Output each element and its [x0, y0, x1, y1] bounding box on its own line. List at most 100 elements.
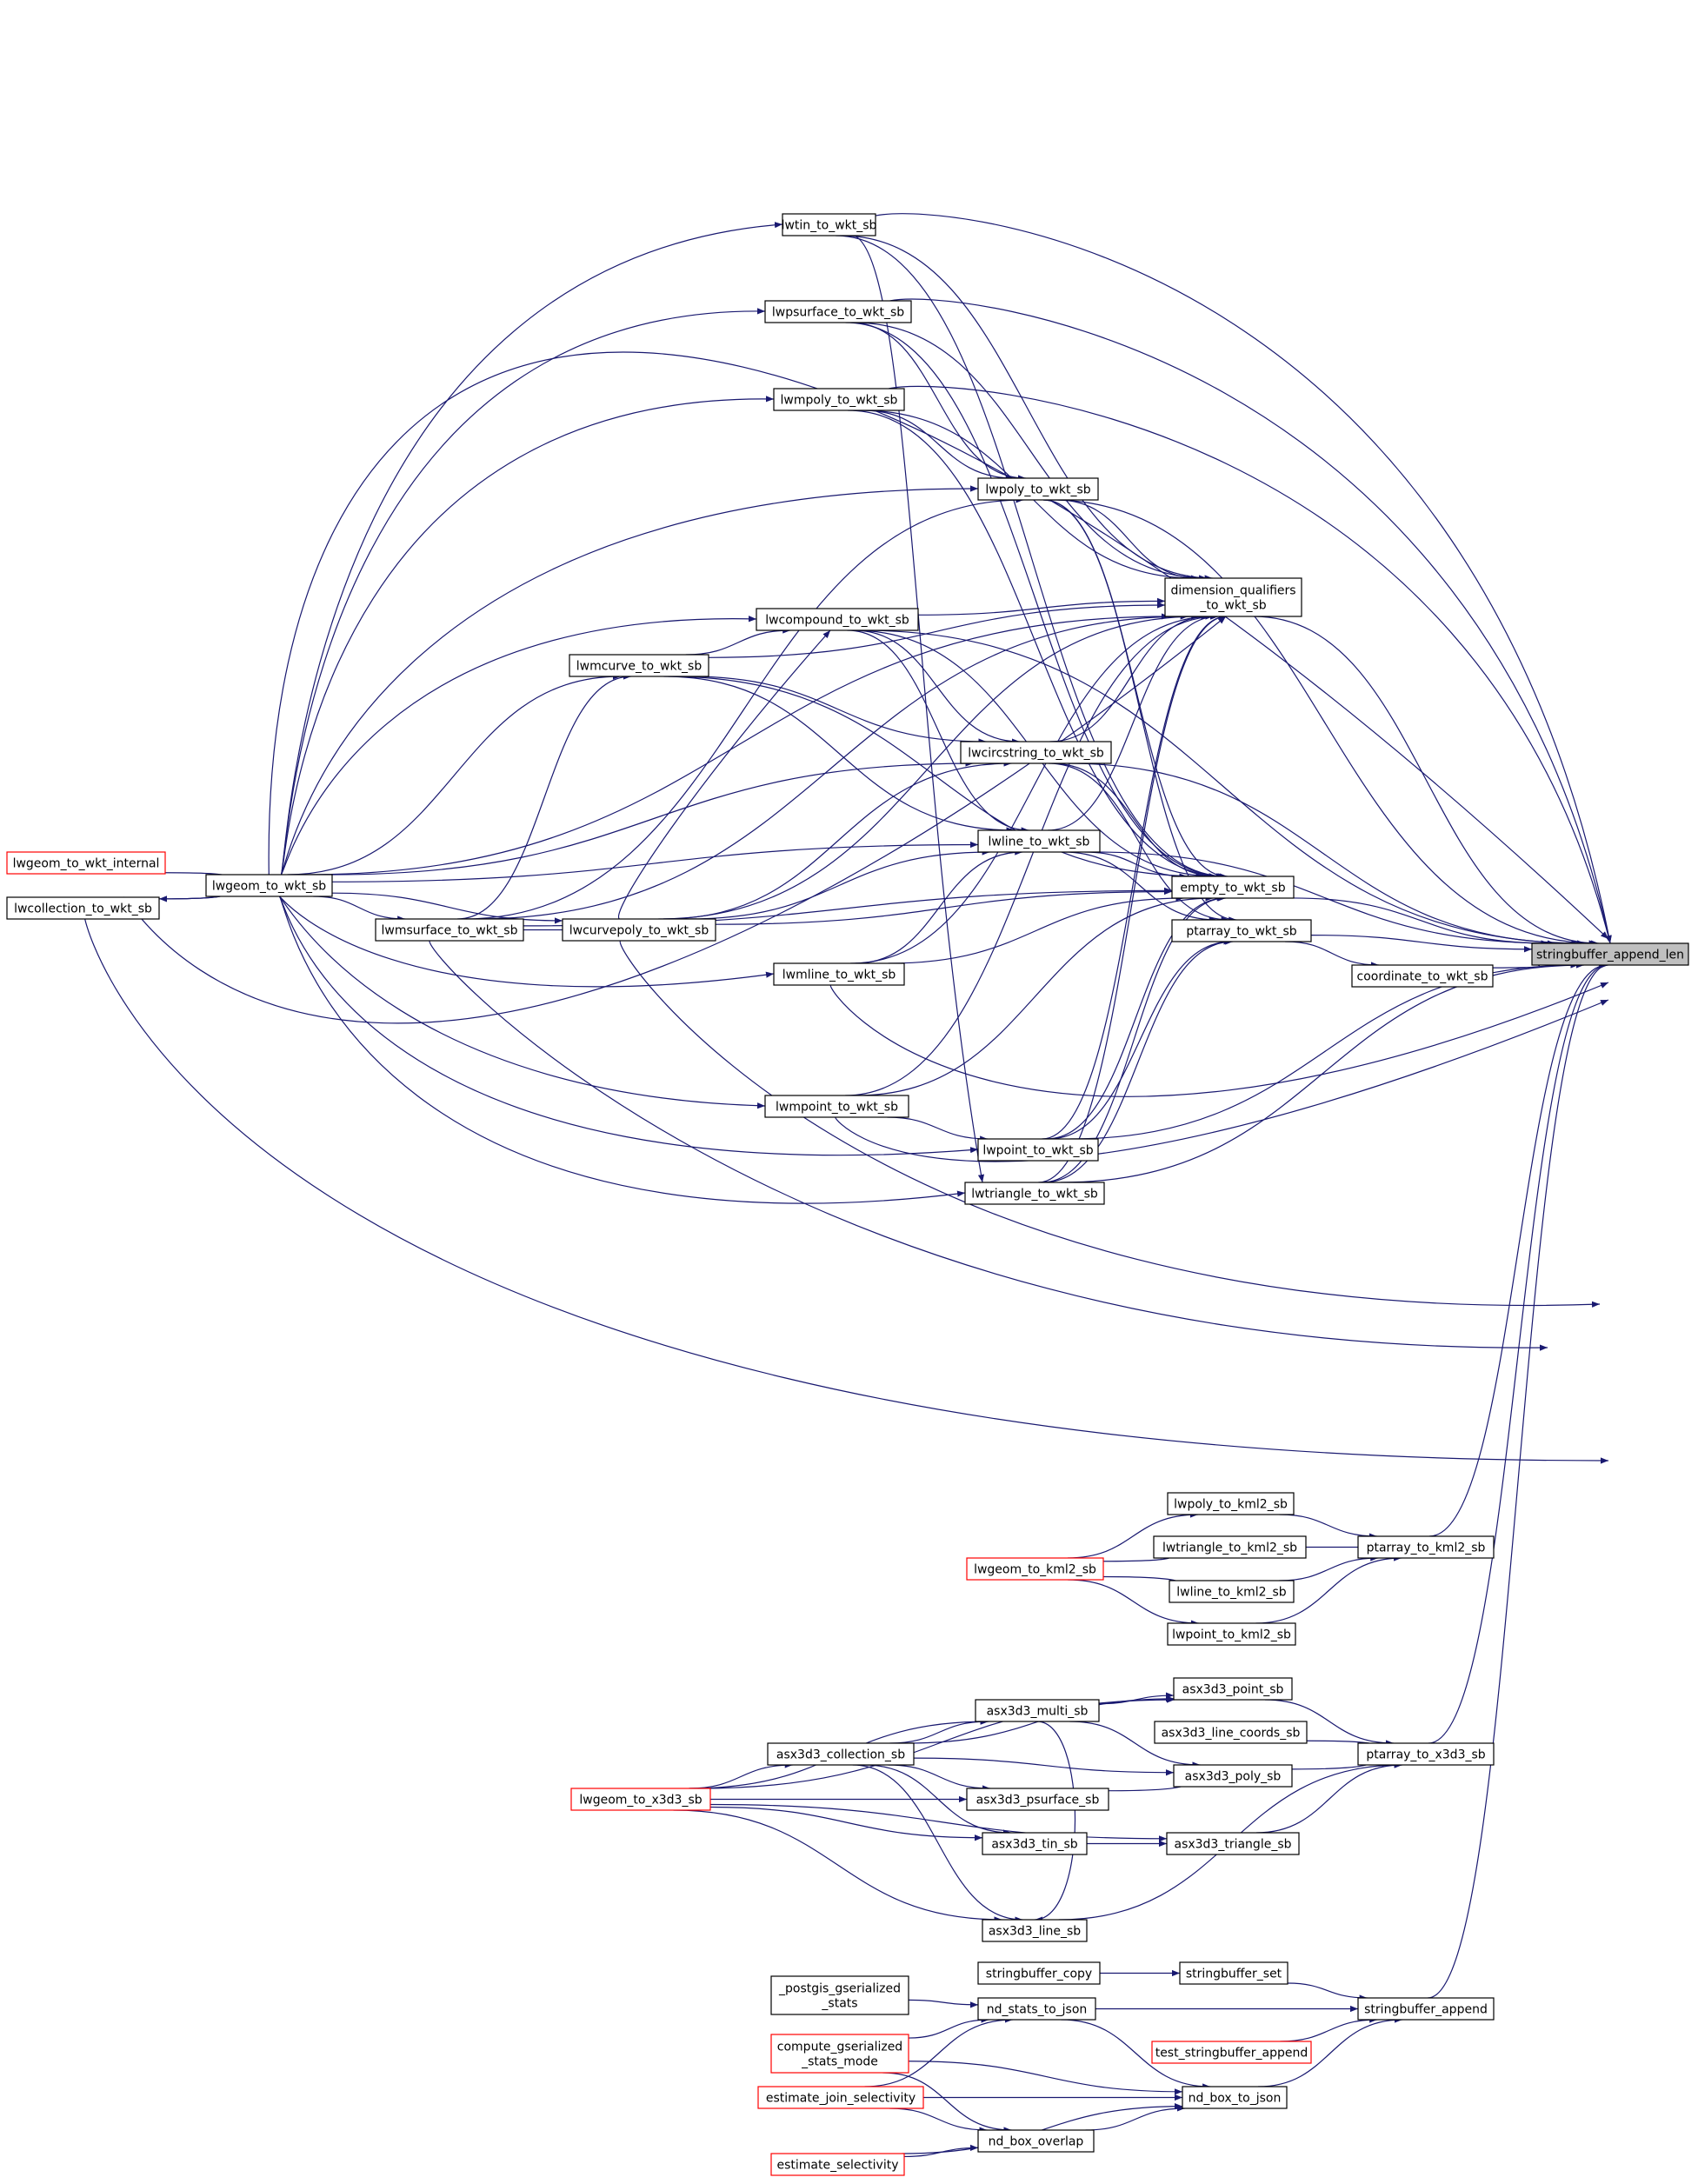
edge-compound-to-dimq	[917, 597, 1166, 616]
node-xtin[interactable]: asx3d3_tin_sb	[982, 1832, 1088, 1855]
node-label: asx3d3_tin_sb	[991, 1838, 1077, 1852]
node-label: lwline_to_wkt_sb	[989, 836, 1090, 849]
node-kpt[interactable]: ptarray_to_kml2_sb	[1357, 1535, 1495, 1559]
node-ndbox[interactable]: nd_box_to_json	[1182, 2086, 1288, 2109]
node-label: lwpsurface_to_wkt_sb	[772, 306, 904, 320]
edge-geomwkt-to-line	[331, 841, 979, 882]
node-psurf[interactable]: lwpsurface_to_wkt_sb	[764, 300, 912, 323]
node-label: lwtriangle_to_wkt_sb	[971, 1188, 1098, 1202]
node-ktri[interactable]: lwtriangle_to_kml2_sb	[1153, 1535, 1307, 1559]
node-ndovl[interactable]: nd_box_overlap	[977, 2129, 1095, 2153]
node-mpoly[interactable]: lwmpoly_to_wkt_sb	[773, 388, 905, 411]
node-xlc[interactable]: asx3d3_line_coords_sb	[1154, 1721, 1308, 1744]
node-kline[interactable]: lwline_to_kml2_sb	[1169, 1580, 1295, 1603]
node-label: stringbuffer_copy	[986, 1968, 1092, 1981]
node-box	[966, 1788, 1109, 1811]
node-testsb[interactable]: test_stringbuffer_append	[1151, 2041, 1312, 2064]
node-sbset[interactable]: stringbuffer_set	[1179, 1961, 1288, 1985]
node-xpsurf[interactable]: asx3d3_psurface_sb	[966, 1788, 1109, 1811]
edge-mcurve-to-compound	[685, 627, 791, 656]
node-xcoll[interactable]: asx3d3_collection_sb	[767, 1742, 915, 1766]
node-box	[1153, 1535, 1307, 1559]
node-compute[interactable]: compute_gserialized_stats_mode	[770, 2034, 909, 2074]
node-box	[1531, 942, 1689, 966]
node-sbcopy[interactable]: stringbuffer_copy	[977, 1961, 1101, 1985]
node-box	[1154, 1721, 1308, 1744]
node-geomwkt[interactable]: lwgeom_to_wkt_sb	[205, 874, 333, 897]
node-estsel[interactable]: estimate_selectivity	[770, 2153, 905, 2176]
edge-sbapp-to-root	[1428, 962, 1608, 1999]
node-tri[interactable]: lwtriangle_to_wkt_sb	[964, 1182, 1105, 1205]
node-estjoin[interactable]: estimate_join_selectivity	[757, 2086, 924, 2109]
edge-geomwkt-to-mpoint	[278, 896, 766, 1109]
node-box	[964, 1182, 1105, 1205]
node-mpoint[interactable]: lwmpoint_to_wkt_sb	[764, 1095, 909, 1118]
node-coll[interactable]: lwcollection_to_wkt_sb	[6, 896, 160, 920]
node-ptarray[interactable]: ptarray_to_wkt_sb	[1171, 919, 1312, 942]
node-tin[interactable]: lwtin_to_wkt_sb	[782, 213, 877, 236]
node-compound[interactable]: lwcompound_to_wkt_sb	[756, 608, 919, 631]
node-mline[interactable]: lwmline_to_wkt_sb	[773, 962, 905, 986]
edge-circ-to-ptarray	[1048, 762, 1229, 923]
edge-cpoly-to-compound	[617, 629, 831, 920]
node-label: lwline_to_kml2_sb	[1176, 1586, 1286, 1600]
edge-msurf-to-dimq	[475, 613, 1189, 920]
node-sbapp[interactable]: stringbuffer_append	[1357, 1997, 1495, 2021]
node-xgeom[interactable]: lwgeom_to_x3d3_sb	[570, 1788, 711, 1811]
node-xmulti[interactable]: asx3d3_multi_sb	[975, 1699, 1100, 1722]
edge-tin-to-root	[875, 213, 1612, 944]
node-circ[interactable]: lwcircstring_to_wkt_sb	[960, 741, 1112, 764]
node-box	[977, 1961, 1101, 1985]
node-label: lwpoint_to_kml2_sb	[1172, 1628, 1291, 1642]
edge-ptarray-to-root	[1310, 934, 1533, 953]
node-xpoly[interactable]: asx3d3_poly_sb	[1173, 1764, 1293, 1788]
node-cpoly[interactable]: lwcurvepoly_to_wkt_sb	[562, 918, 716, 942]
node-box	[773, 388, 905, 411]
edge-psurf-to-root	[889, 298, 1612, 944]
node-label: lwgeom_to_x3d3_sb	[579, 1794, 702, 1808]
node-mcurve[interactable]: lwmcurve_to_wkt_sb	[569, 654, 709, 677]
node-empty[interactable]: empty_to_wkt_sb	[1171, 876, 1295, 899]
node-poly[interactable]: lwpoly_to_wkt_sb	[977, 477, 1099, 501]
node-xtri[interactable]: asx3d3_triangle_sb	[1166, 1832, 1300, 1855]
edge-line-to-ptarray	[1063, 851, 1217, 923]
edge-geomwkt-to-dimq	[305, 613, 1169, 876]
node-kgeom[interactable]: lwgeom_to_kml2_sb	[966, 1557, 1104, 1581]
edge-mcurve-to-circ	[689, 676, 987, 745]
node-layer: stringbuffer_append_len coordinate_to_wkt…	[6, 213, 1689, 2176]
edge-ndstats-to-ndbox	[1061, 2019, 1211, 2090]
node-point[interactable]: lwpoint_to_wkt_sb	[977, 1138, 1099, 1162]
node-ndstats[interactable]: nd_stats_to_json	[977, 1997, 1096, 2021]
node-root[interactable]: stringbuffer_append_len	[1531, 942, 1689, 966]
node-pgstats[interactable]: _postgis_gserialized_stats	[770, 1975, 909, 2015]
edge-line-to-dimq	[1047, 613, 1218, 831]
node-box	[569, 654, 709, 677]
node-label: asx3d3_line_sb	[989, 1925, 1081, 1939]
edge-line-to-root	[1094, 851, 1555, 947]
edge-cpoly-to-circ	[663, 760, 1012, 920]
node-xpoint[interactable]: asx3d3_point_sb	[1173, 1677, 1293, 1701]
node-kpoint[interactable]: lwpoint_to_kml2_sb	[1167, 1622, 1296, 1646]
edge-psurf-to-poly	[850, 322, 1026, 482]
node-wktint[interactable]: lwgeom_to_wkt_internal	[6, 851, 166, 875]
node-coord[interactable]: coordinate_to_wkt_sb	[1351, 964, 1494, 988]
node-box	[770, 2034, 909, 2074]
node-xline[interactable]: asx3d3_line_sb	[982, 1919, 1088, 1942]
node-xpt[interactable]: ptarray_to_x3d3_sb	[1357, 1742, 1495, 1766]
node-label: test_stringbuffer_append	[1155, 2047, 1308, 2061]
node-dimq[interactable]: dimension_qualifiers_to_wkt_sb	[1164, 577, 1302, 617]
edge-poly-to-root	[1051, 499, 1597, 947]
edge-compound-to-line	[847, 629, 1029, 834]
edge-xcoll-to-xmulti	[889, 1718, 989, 1744]
node-label: lwgeom_to_kml2_sb	[974, 1563, 1096, 1577]
node-label: asx3d3_triangle_sb	[1174, 1838, 1291, 1852]
node-box	[757, 2086, 924, 2109]
node-line[interactable]: lwline_to_wkt_sb	[977, 829, 1101, 853]
edge-xgeom-to-xtin	[709, 1806, 983, 1841]
edge-msurf-to-root	[429, 940, 1548, 1351]
node-box	[1167, 1622, 1296, 1646]
node-kpoly[interactable]: lwpoly_to_kml2_sb	[1167, 1492, 1295, 1515]
node-box	[1182, 2086, 1288, 2109]
node-label: lwtin_to_wkt_sb	[782, 219, 877, 233]
node-msurf[interactable]: lwmsurface_to_wkt_sb	[375, 918, 524, 942]
